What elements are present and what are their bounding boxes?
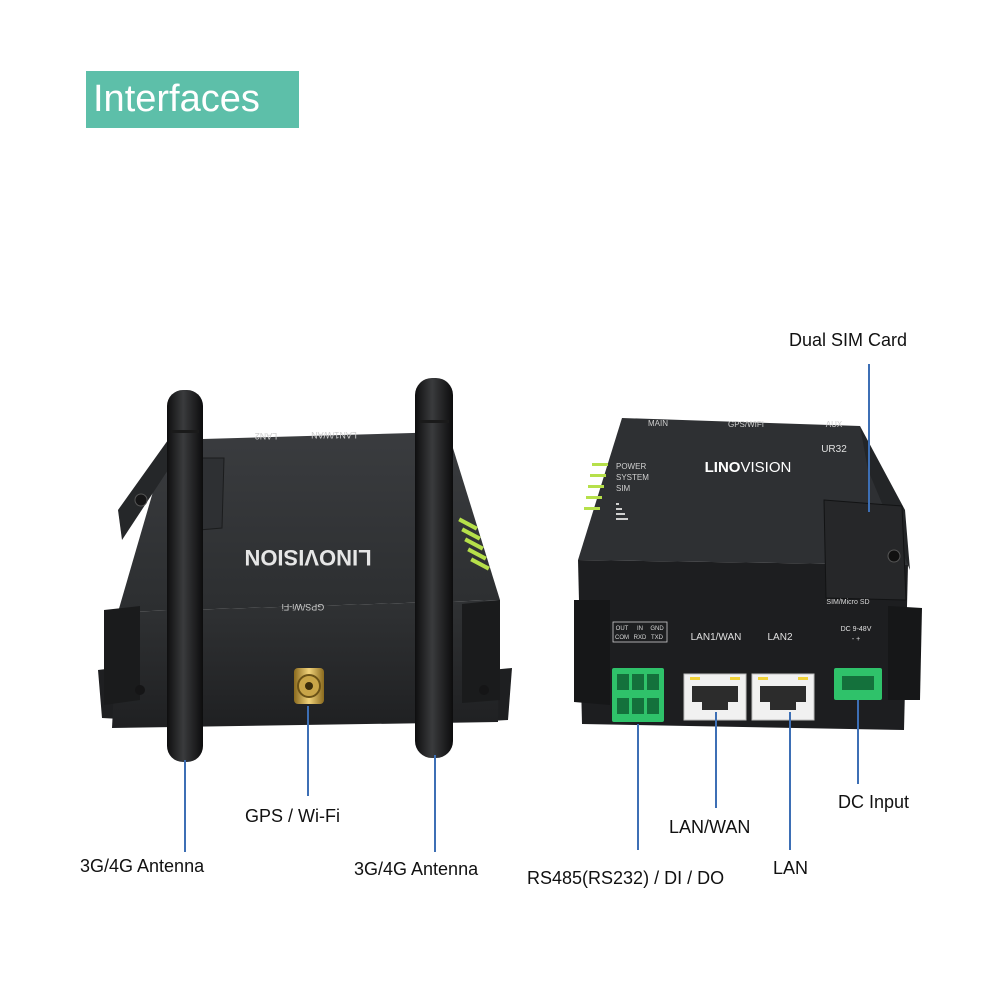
top-label-aux: AUX: [826, 420, 843, 429]
terminal-label-txd: TXD: [651, 635, 664, 641]
lan2-port-label: LAN2: [767, 632, 792, 643]
terminal-label-com: COM: [615, 635, 629, 641]
terminal-label-gnd: GND: [650, 626, 664, 632]
terminal-label-rxd: RXD: [634, 635, 647, 641]
brand-suffix: VISION: [740, 459, 791, 476]
title-banner: Interfaces: [86, 71, 299, 128]
antenna-right: [415, 378, 453, 758]
brand-prefix: LINO: [705, 459, 741, 476]
terminal-label-in: IN: [637, 626, 643, 632]
left-brand: LINOVISION: [244, 545, 371, 570]
top-label-main: MAIN: [648, 419, 668, 428]
led-label-power: POWER: [616, 462, 646, 471]
led-strip-left: [458, 517, 490, 571]
left-port-label-gps: GPS/Wi-Fi: [282, 602, 325, 612]
dc-connector: [834, 668, 882, 700]
gps-connector: [294, 668, 324, 704]
lan-port: [751, 673, 815, 721]
left-port-label-lan1: LAN1/WAN: [311, 430, 357, 440]
sim-slot-label: SIM/Micro SD: [826, 599, 869, 606]
callout-dual-sim: Dual SIM Card: [789, 330, 908, 350]
callout-gps-wifi: GPS / Wi-Fi: [245, 806, 340, 826]
top-label-gps: GPS/WIFI: [728, 420, 764, 429]
led-label-sim: SIM: [616, 484, 631, 493]
callout-antenna-right: 3G/4G Antenna: [354, 859, 479, 879]
page-title: Interfaces: [93, 78, 260, 120]
dc-label: DC 9-48V: [841, 626, 872, 633]
right-brand: LINOVISION: [705, 459, 792, 476]
led-indicators: POWER SYSTEM SIM: [584, 462, 649, 520]
callout-antenna-left: 3G/4G Antenna: [80, 856, 205, 876]
callout-dc-input: DC Input: [838, 792, 910, 812]
callout-lan: LAN: [773, 858, 809, 878]
lan1-port-label: LAN1/WAN: [691, 632, 742, 643]
callout-lan-wan: LAN/WAN: [669, 817, 751, 837]
leader-lines: [184, 364, 870, 852]
right-router: SIM/Micro SD MAIN GPS/WIFI AUX UR32 LINO…: [574, 418, 922, 730]
left-router: LINOVISION LAN1/WAN LAN2 GPS/Wi-Fi: [98, 378, 512, 762]
callout-serial: RS485(RS232) / DI / DO: [527, 868, 725, 888]
terminal-labels: OUT IN GND COM RXD TXD: [612, 621, 668, 643]
model-label: UR32: [821, 444, 847, 455]
left-port-label-lan2: LAN2: [255, 431, 278, 441]
antenna-left: [167, 390, 203, 762]
dc-polarity: - +: [852, 636, 860, 643]
terminal-label-out: OUT: [616, 626, 629, 632]
led-label-system: SYSTEM: [616, 473, 649, 482]
serial-terminal-block: [612, 668, 664, 722]
